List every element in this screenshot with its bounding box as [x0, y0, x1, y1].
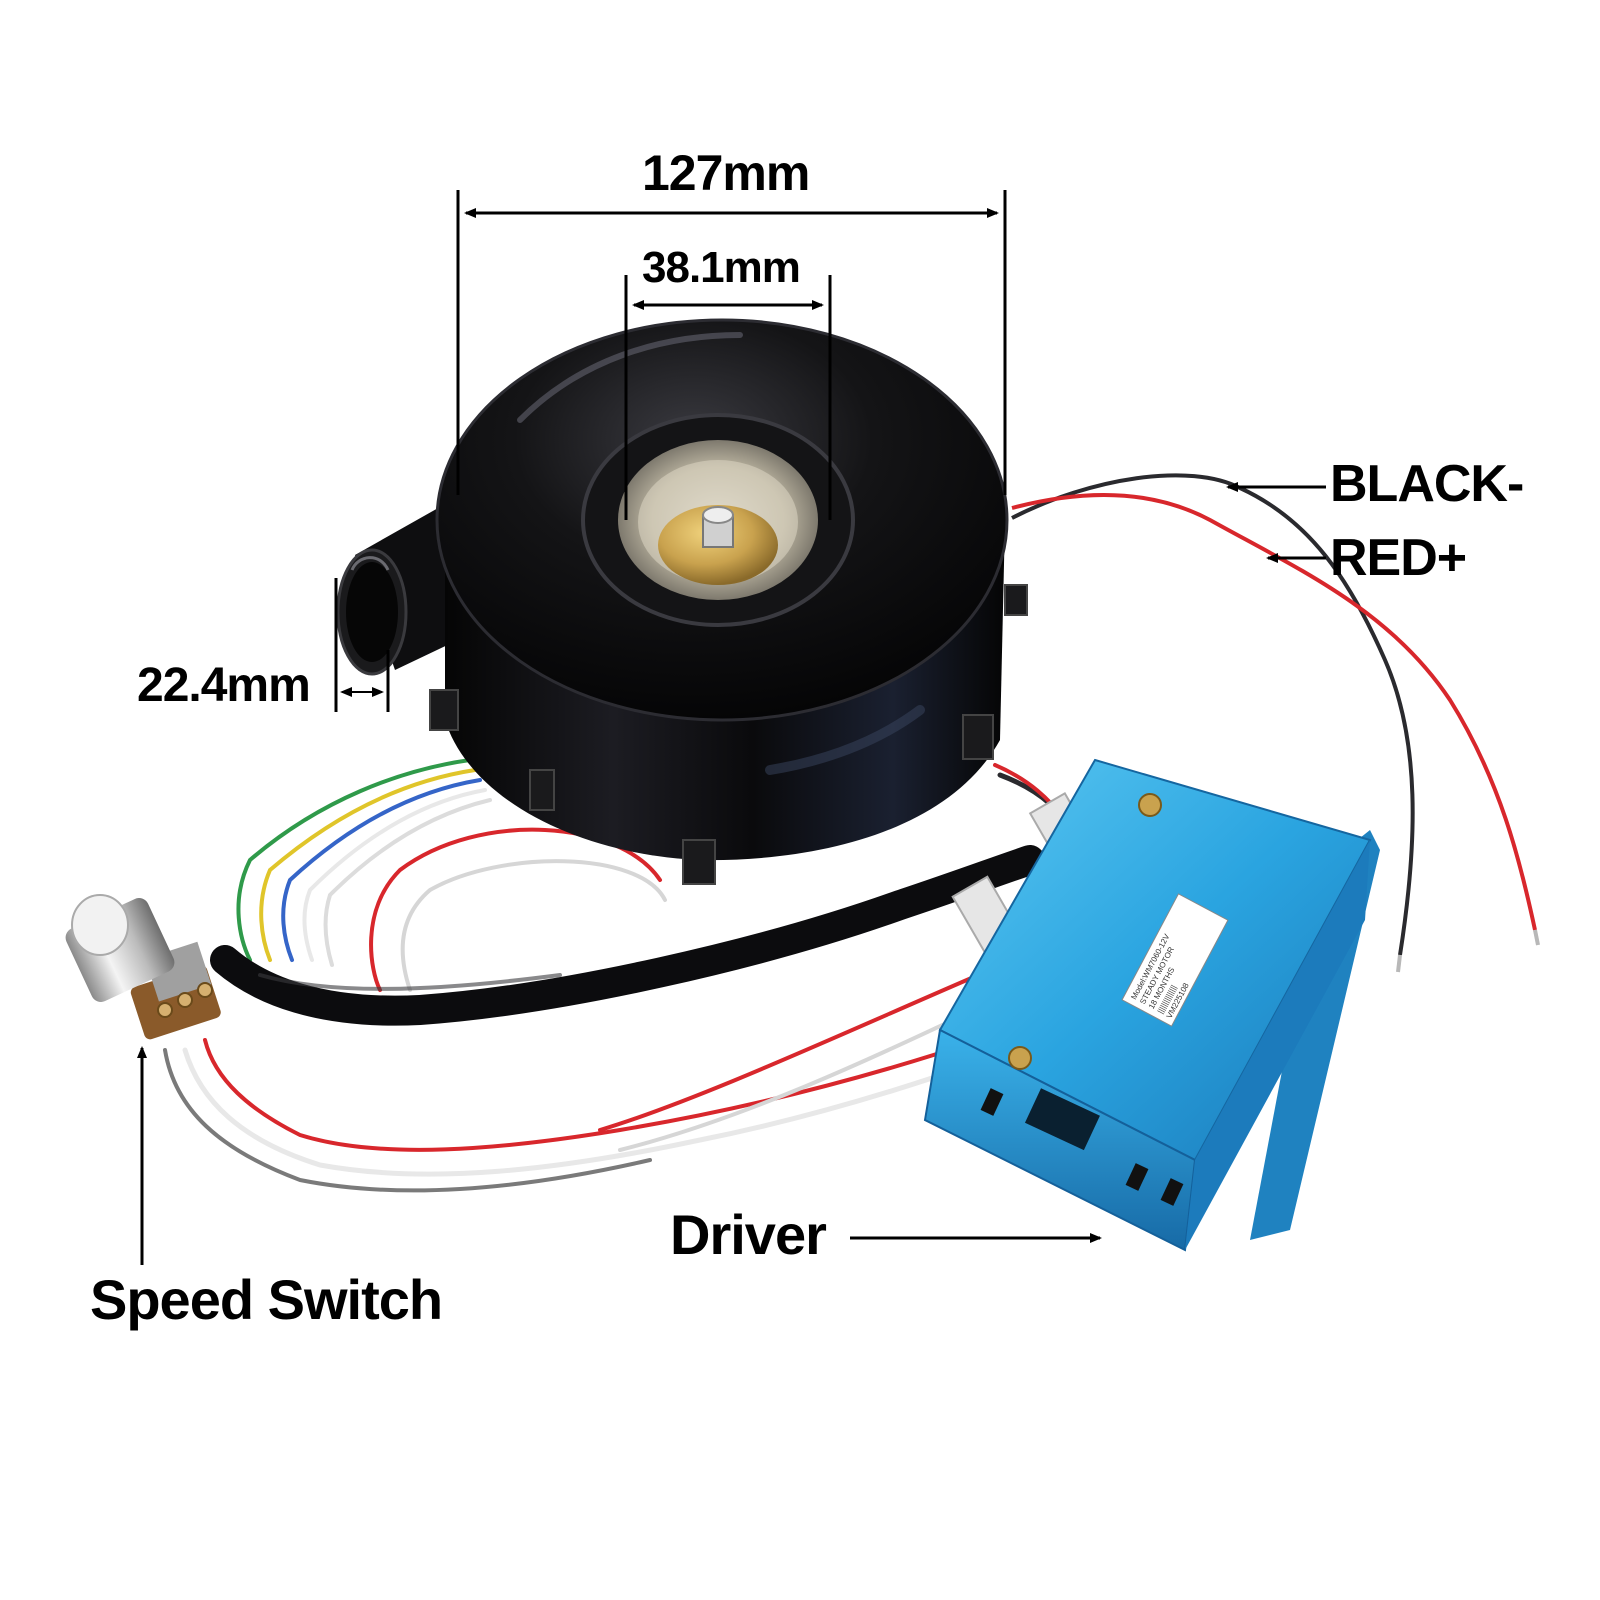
driver-sticker: Model:WM7060-12V STEADY MOTOR 18 MONTHS … — [1121, 893, 1229, 1027]
mount-clip — [962, 714, 994, 760]
driver-box: Model:WM7060-12V STEADY MOTOR 18 MONTHS … — [923, 758, 1380, 1252]
red-power-wire — [1011, 493, 1537, 931]
red-wire-label: RED+ — [1330, 529, 1467, 587]
pot-leads — [163, 968, 997, 1193]
mount-clip — [529, 769, 555, 811]
blower-body — [429, 318, 1028, 885]
inlet-diameter-label: 38.1mm — [642, 243, 801, 292]
driver-label: Driver — [670, 1203, 827, 1266]
harness-yellow-wire — [259, 768, 477, 962]
mount-clip — [429, 689, 459, 731]
red-wire-tip — [1533, 929, 1540, 946]
outer-diameter-label: 127mm — [642, 145, 810, 201]
harness-white-wire-2 — [323, 798, 492, 967]
power-leads — [1011, 473, 1540, 973]
black-power-wire — [1011, 473, 1415, 956]
dimension-lines — [137, 190, 1326, 1265]
mount-clip — [682, 839, 716, 885]
black-wire-tip — [1396, 954, 1402, 973]
outlet-diameter-label: 22.4mm — [137, 659, 311, 712]
harness-blue-wire — [281, 778, 482, 962]
speed-switch-label: Speed Switch — [90, 1268, 443, 1331]
harness-white-wire — [302, 788, 487, 962]
sleeved-cable — [210, 845, 1045, 1026]
loop-white-wire — [400, 859, 667, 992]
speed-switch-potentiometer — [65, 894, 221, 1040]
mount-clip — [1004, 584, 1028, 616]
harness-green-wire — [236, 758, 472, 962]
black-wire-label: BLACK- — [1330, 455, 1524, 513]
